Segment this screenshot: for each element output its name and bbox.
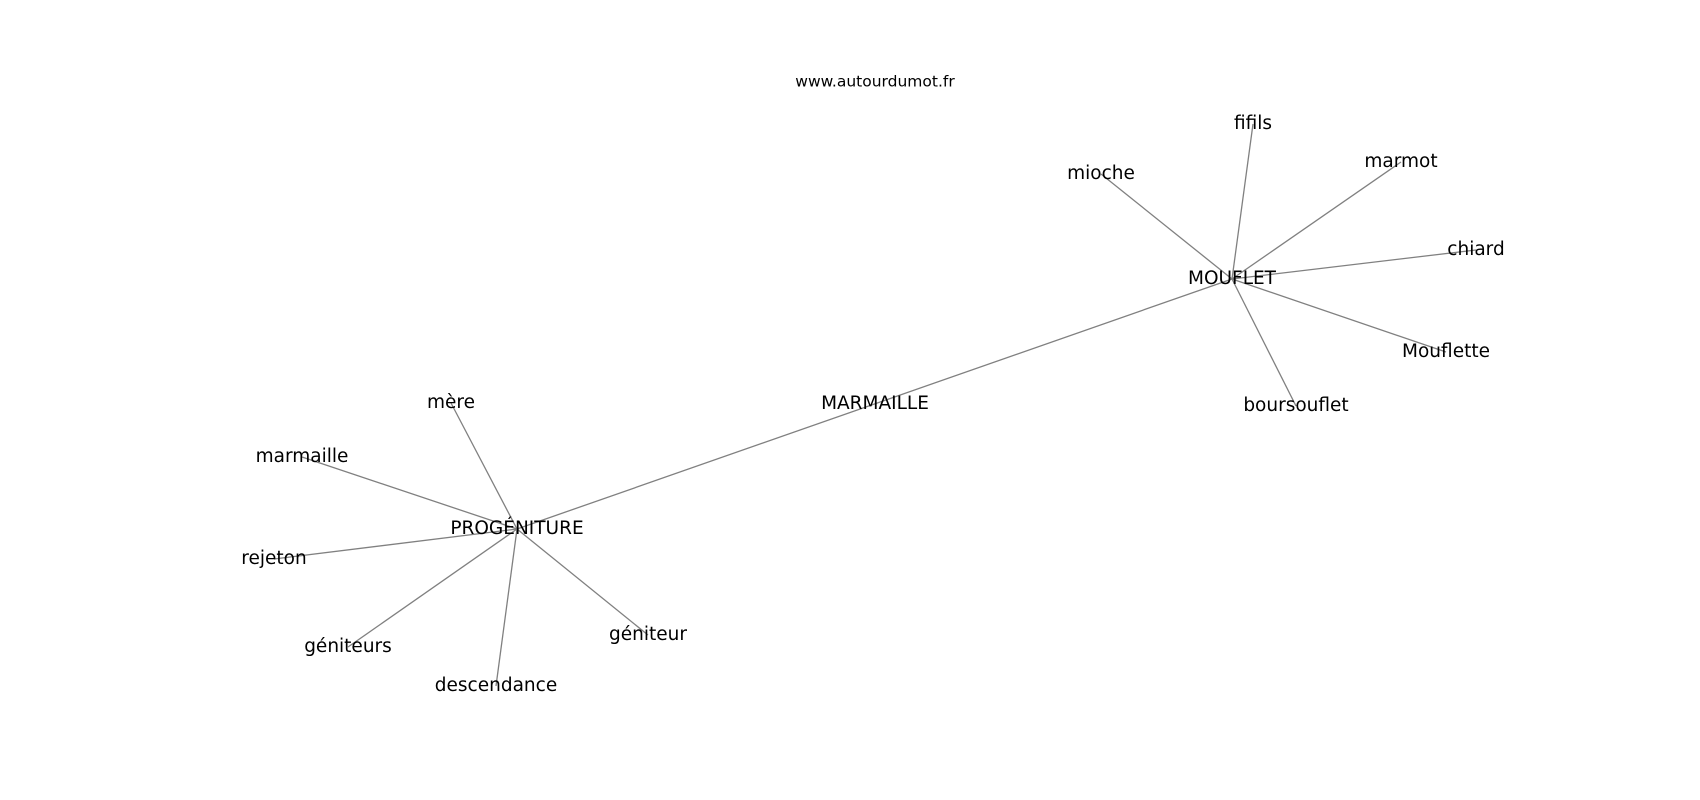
site-url-label: www.autourdumot.fr bbox=[795, 73, 955, 91]
edge-mouflet-chiard bbox=[1231, 249, 1477, 280]
node-label-geniteurs[interactable]: géniteurs bbox=[304, 636, 392, 657]
edge-mouflet-mouflette bbox=[1231, 278, 1447, 353]
node-label-marmot[interactable]: marmot bbox=[1364, 151, 1437, 172]
node-label-marmaille[interactable]: marmaille bbox=[256, 446, 349, 467]
graph-edges bbox=[273, 123, 1477, 687]
node-label-mioche[interactable]: mioche bbox=[1067, 163, 1135, 184]
node-label-boursouflet[interactable]: boursouflet bbox=[1243, 395, 1348, 416]
edge-progeniture-geniteurs bbox=[347, 528, 518, 648]
edge-mouflet-boursouflet bbox=[1231, 278, 1297, 407]
edge-mouflet-fifils bbox=[1231, 123, 1254, 280]
node-label-geniteur[interactable]: géniteur bbox=[609, 624, 687, 645]
edge-progeniture-rejeton bbox=[273, 528, 518, 560]
edge-progeniture-geniteur bbox=[516, 528, 649, 636]
node-label-mouflet[interactable]: MOUFLET bbox=[1188, 268, 1277, 289]
node-label-mere[interactable]: mère bbox=[427, 392, 475, 413]
node-label-progeniture[interactable]: PROGÉNITURE bbox=[450, 517, 583, 539]
node-label-marmaille_center[interactable]: MARMAILLE bbox=[821, 393, 929, 414]
node-label-chiard[interactable]: chiard bbox=[1447, 239, 1504, 260]
node-label-fifils[interactable]: fifils bbox=[1234, 113, 1272, 134]
edge-mouflet-mioche bbox=[1100, 173, 1233, 280]
node-label-rejeton[interactable]: rejeton bbox=[241, 548, 306, 569]
edge-progeniture-mere bbox=[450, 402, 518, 530]
edge-progeniture-mouflet bbox=[516, 278, 1233, 530]
node-label-descendance[interactable]: descendance bbox=[435, 675, 557, 696]
edge-progeniture-marmaille bbox=[301, 456, 518, 530]
node-label-mouflette[interactable]: Mouflette bbox=[1402, 341, 1490, 362]
edge-mouflet-marmot bbox=[1231, 161, 1402, 280]
graph-nodes: MARMAILLE PROGÉNITURE MOUFLET mère marmaille… bbox=[241, 113, 1504, 696]
edge-progeniture-descendance bbox=[495, 528, 518, 687]
